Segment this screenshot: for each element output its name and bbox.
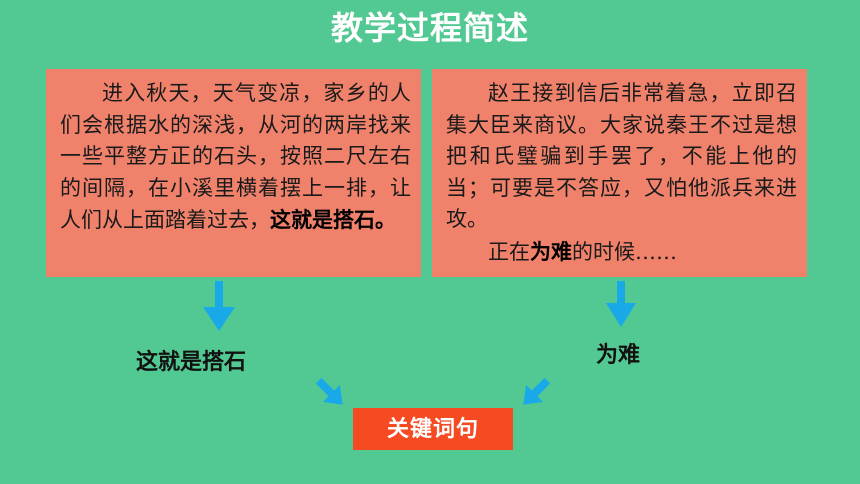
- right-text-box: 赵王接到信后非常着急，立即召集大臣来商议。大家说秦王不过是想把和氏璧骗到手罢了，…: [432, 69, 807, 277]
- right-text-paragraph-2: 正在为难的时候……: [446, 236, 797, 269]
- arrow-down-right-icon: [606, 281, 636, 327]
- left-text-plain: 进入秋天，天气变凉，家乡的人们会根据水的深浅，从河的两岸找来一些平整方正的石头，…: [60, 81, 411, 232]
- slide-title: 教学过程简述: [330, 9, 529, 47]
- arrow-diagonal-right-icon: [523, 377, 551, 405]
- left-text-box: 进入秋天，天气变凉，家乡的人们会根据水的深浅，从河的两岸找来一些平整方正的石头，…: [46, 69, 421, 277]
- arrow-down-left-icon: [203, 281, 235, 331]
- left-text-bold: 这就是搭石。: [270, 207, 396, 232]
- arrow-diagonal-left-icon: [315, 377, 343, 405]
- right-text-p2-before: 正在: [488, 239, 530, 264]
- keyword-label-left: 这就是搭石: [136, 349, 247, 375]
- right-text-paragraph-1: 赵王接到信后非常着急，立即召集大臣来商议。大家说秦王不过是想把和氏璧骗到手罢了，…: [446, 81, 797, 231]
- right-text-p2-after: 的时候……: [572, 239, 677, 264]
- left-text-paragraph: 进入秋天，天气变凉，家乡的人们会根据水的深浅，从河的两岸找来一些平整方正的石头，…: [60, 78, 411, 237]
- keyword-label-right: 为难: [596, 342, 641, 368]
- key-phrase-box: 关键词句: [353, 408, 513, 450]
- right-text-p2-bold: 为难: [530, 238, 572, 264]
